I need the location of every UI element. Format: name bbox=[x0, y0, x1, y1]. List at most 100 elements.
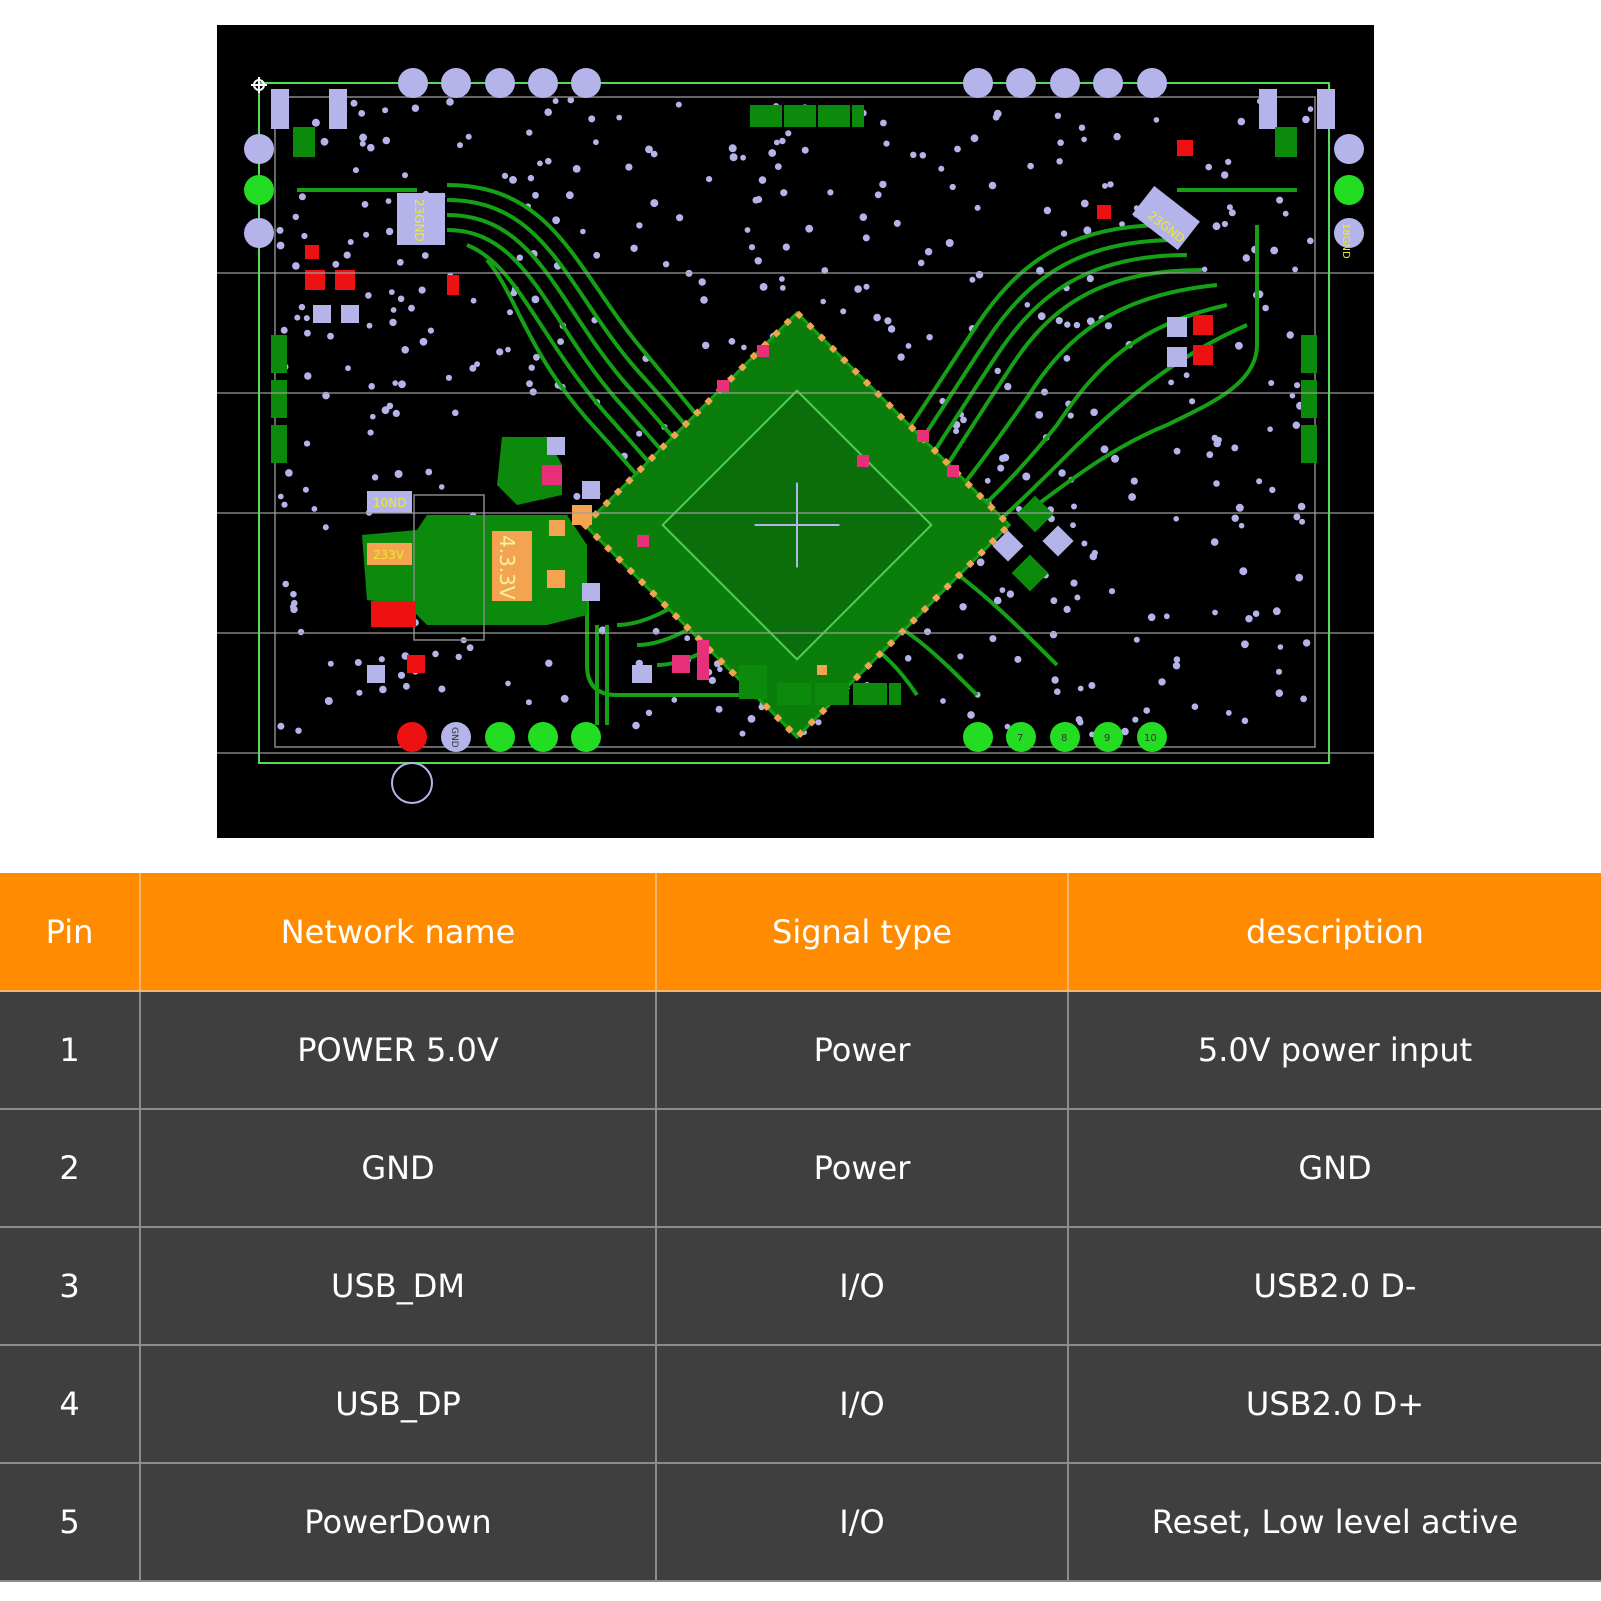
via bbox=[505, 346, 511, 353]
via bbox=[1282, 210, 1289, 217]
via bbox=[370, 413, 376, 420]
pad-red-left bbox=[371, 601, 416, 627]
table-row: 2 GND Power GND bbox=[0, 1108, 1601, 1228]
via bbox=[645, 145, 653, 154]
via bbox=[1081, 540, 1088, 547]
via bbox=[1100, 445, 1109, 454]
cell-description: USB2.0 D- bbox=[1067, 1226, 1601, 1346]
via bbox=[465, 133, 472, 140]
via bbox=[1277, 644, 1284, 650]
via bbox=[301, 232, 308, 240]
via bbox=[785, 130, 792, 137]
via bbox=[382, 136, 391, 145]
cell-network: POWER 5.0V bbox=[139, 990, 657, 1110]
via bbox=[1004, 723, 1011, 730]
via bbox=[938, 165, 945, 172]
cell-pin: 2 bbox=[0, 1108, 141, 1228]
via bbox=[1212, 609, 1218, 616]
header-pin: Pin bbox=[0, 873, 141, 992]
via bbox=[277, 722, 285, 730]
via bbox=[754, 257, 762, 265]
via bbox=[438, 685, 446, 693]
via bbox=[1172, 662, 1181, 670]
via bbox=[510, 289, 518, 297]
via bbox=[1262, 304, 1269, 312]
via bbox=[1173, 656, 1181, 663]
via bbox=[636, 430, 643, 437]
via bbox=[1063, 355, 1071, 362]
via bbox=[366, 322, 373, 329]
via bbox=[394, 470, 403, 478]
via bbox=[780, 189, 788, 197]
via bbox=[988, 181, 997, 190]
via bbox=[997, 464, 1005, 472]
via bbox=[452, 409, 459, 417]
top-pads bbox=[244, 68, 1364, 248]
via bbox=[728, 338, 736, 345]
side-green-pads bbox=[244, 175, 1364, 205]
cell-signal: I/O bbox=[655, 1226, 1069, 1346]
cell-network: PowerDown bbox=[139, 1462, 657, 1582]
via bbox=[984, 477, 991, 484]
header-signal-type: Signal type bbox=[655, 873, 1069, 992]
via bbox=[706, 176, 713, 183]
cell-signal: Power bbox=[655, 1108, 1069, 1228]
via bbox=[1064, 321, 1071, 328]
via bbox=[469, 364, 477, 372]
via bbox=[675, 101, 682, 108]
via bbox=[1083, 226, 1092, 235]
via bbox=[1225, 158, 1232, 165]
guide-lines bbox=[217, 272, 1374, 754]
via bbox=[1168, 379, 1174, 386]
via bbox=[565, 191, 574, 200]
via bbox=[887, 325, 896, 333]
via bbox=[408, 304, 415, 312]
via bbox=[1213, 480, 1220, 487]
via bbox=[741, 344, 747, 351]
via bbox=[1074, 594, 1081, 601]
via bbox=[557, 338, 564, 345]
cell-description: USB2.0 D+ bbox=[1067, 1344, 1601, 1464]
right-chip bbox=[1132, 185, 1200, 251]
via bbox=[297, 628, 305, 636]
via bbox=[1242, 254, 1251, 262]
via bbox=[1056, 158, 1063, 165]
left-edge-pads bbox=[271, 335, 287, 463]
via bbox=[379, 685, 387, 694]
via bbox=[779, 137, 786, 145]
via bbox=[292, 213, 299, 221]
via bbox=[411, 104, 420, 112]
bottom-pins bbox=[391, 722, 1167, 804]
via bbox=[1205, 163, 1212, 171]
via bbox=[280, 326, 288, 334]
via bbox=[1225, 710, 1232, 716]
table-row: 1 POWER 5.0V Power 5.0V power input bbox=[0, 990, 1601, 1110]
origin-marker-icon bbox=[251, 77, 267, 93]
via bbox=[650, 199, 659, 208]
via bbox=[1014, 655, 1022, 663]
via bbox=[419, 337, 428, 346]
via bbox=[684, 635, 691, 642]
via bbox=[632, 721, 640, 730]
board-outline bbox=[258, 82, 1330, 764]
regulator-pad bbox=[492, 531, 532, 601]
via bbox=[545, 659, 553, 667]
via bbox=[1121, 727, 1129, 736]
via bbox=[573, 492, 581, 500]
via bbox=[358, 110, 366, 117]
via bbox=[773, 139, 780, 146]
silk-pin8: 8 bbox=[1061, 733, 1067, 744]
via bbox=[418, 286, 426, 294]
via bbox=[290, 605, 298, 614]
via bbox=[1089, 552, 1098, 561]
cell-pin: 1 bbox=[0, 990, 141, 1110]
via bbox=[1269, 486, 1276, 494]
via bbox=[446, 98, 454, 106]
via bbox=[509, 176, 517, 184]
via bbox=[774, 163, 782, 171]
via bbox=[455, 653, 462, 661]
cell-network: GND bbox=[139, 1108, 657, 1228]
via bbox=[381, 406, 390, 415]
via bbox=[290, 590, 297, 598]
via bbox=[1158, 678, 1166, 686]
